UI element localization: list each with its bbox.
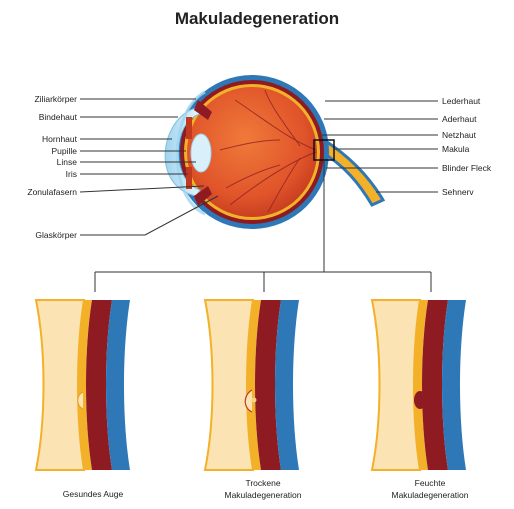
label-hornhaut: Hornhaut bbox=[42, 134, 78, 144]
lens bbox=[191, 134, 211, 172]
panel-dry bbox=[205, 300, 299, 470]
caption-dry: Trockene Makuladegeneration bbox=[224, 478, 301, 500]
label-linse: Linse bbox=[57, 157, 78, 167]
caption-line: Makuladegeneration bbox=[391, 490, 468, 500]
sclera-layer bbox=[106, 300, 130, 470]
label-ziliarkoerper: Ziliarkörper bbox=[34, 94, 77, 104]
caption-healthy: Gesundes Auge bbox=[63, 489, 124, 499]
neovascular-bleeding bbox=[414, 391, 426, 409]
label-bindehaut: Bindehaut bbox=[39, 112, 78, 122]
diagram-title: Makuladegeneration bbox=[175, 9, 339, 28]
right-labels: Lederhaut Aderhaut Netzhaut Makula Blind… bbox=[322, 96, 492, 197]
iris-upper bbox=[186, 117, 192, 139]
eye-cross-section bbox=[165, 75, 383, 229]
label-sehnerv: Sehnerv bbox=[442, 187, 474, 197]
label-zonulafasern: Zonulafasern bbox=[27, 187, 77, 197]
panel-healthy bbox=[36, 300, 130, 470]
label-netzhaut: Netzhaut bbox=[442, 130, 477, 140]
caption-line: Feuchte bbox=[415, 478, 446, 488]
label-pupille: Pupille bbox=[51, 146, 77, 156]
label-makula: Makula bbox=[442, 144, 470, 154]
label-aderhaut: Aderhaut bbox=[442, 114, 477, 124]
sclera-layer bbox=[275, 300, 299, 470]
iris-lower bbox=[186, 167, 192, 189]
label-lederhaut: Lederhaut bbox=[442, 96, 481, 106]
panel-wet bbox=[372, 300, 466, 470]
caption-line: Gesundes Auge bbox=[63, 489, 124, 499]
sclera-layer bbox=[442, 300, 466, 470]
label-glaskoerper: Glaskörper bbox=[35, 230, 77, 240]
label-iris: Iris bbox=[66, 169, 77, 179]
label-blinder-fleck: Blinder Fleck bbox=[442, 163, 492, 173]
caption-wet: Feuchte Makuladegeneration bbox=[391, 478, 468, 500]
caption-line: Makuladegeneration bbox=[224, 490, 301, 500]
drusen bbox=[252, 398, 257, 403]
vitreous-layer bbox=[372, 300, 420, 470]
vitreous-layer bbox=[36, 300, 84, 470]
caption-line: Trockene bbox=[245, 478, 280, 488]
vitreous-layer bbox=[205, 300, 253, 470]
